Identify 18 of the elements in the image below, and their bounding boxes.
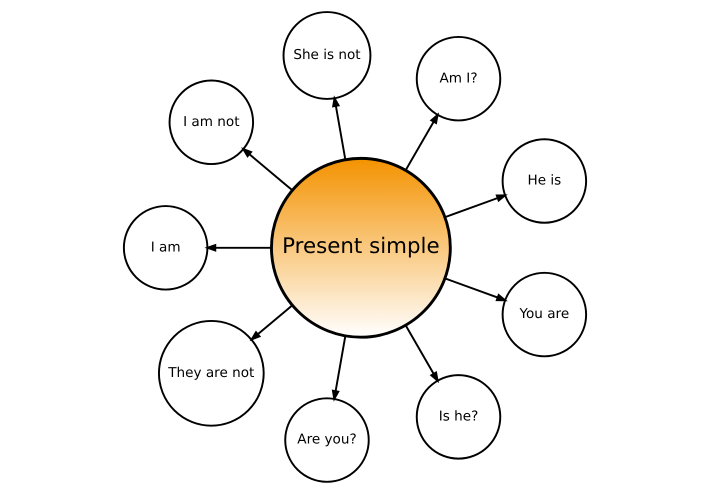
arrow	[240, 147, 292, 191]
arrow	[249, 304, 292, 342]
node-circle: They are not	[157, 320, 264, 427]
arrow	[331, 336, 346, 402]
arrow	[444, 194, 508, 218]
node-circle: Present simple	[270, 156, 452, 339]
arrow	[404, 112, 439, 171]
node-circle: Am I?	[415, 36, 501, 122]
arrow	[444, 278, 508, 302]
arrow	[332, 95, 346, 160]
node-circle: I am	[122, 205, 208, 291]
node-circle: She is not	[282, 11, 371, 100]
arrow	[204, 244, 271, 252]
arrow	[404, 324, 439, 384]
node-circle: Are you?	[284, 397, 370, 483]
node-circle: Is he?	[415, 374, 501, 460]
node-circle: He is	[501, 138, 587, 224]
node-circle: You are	[501, 272, 587, 358]
